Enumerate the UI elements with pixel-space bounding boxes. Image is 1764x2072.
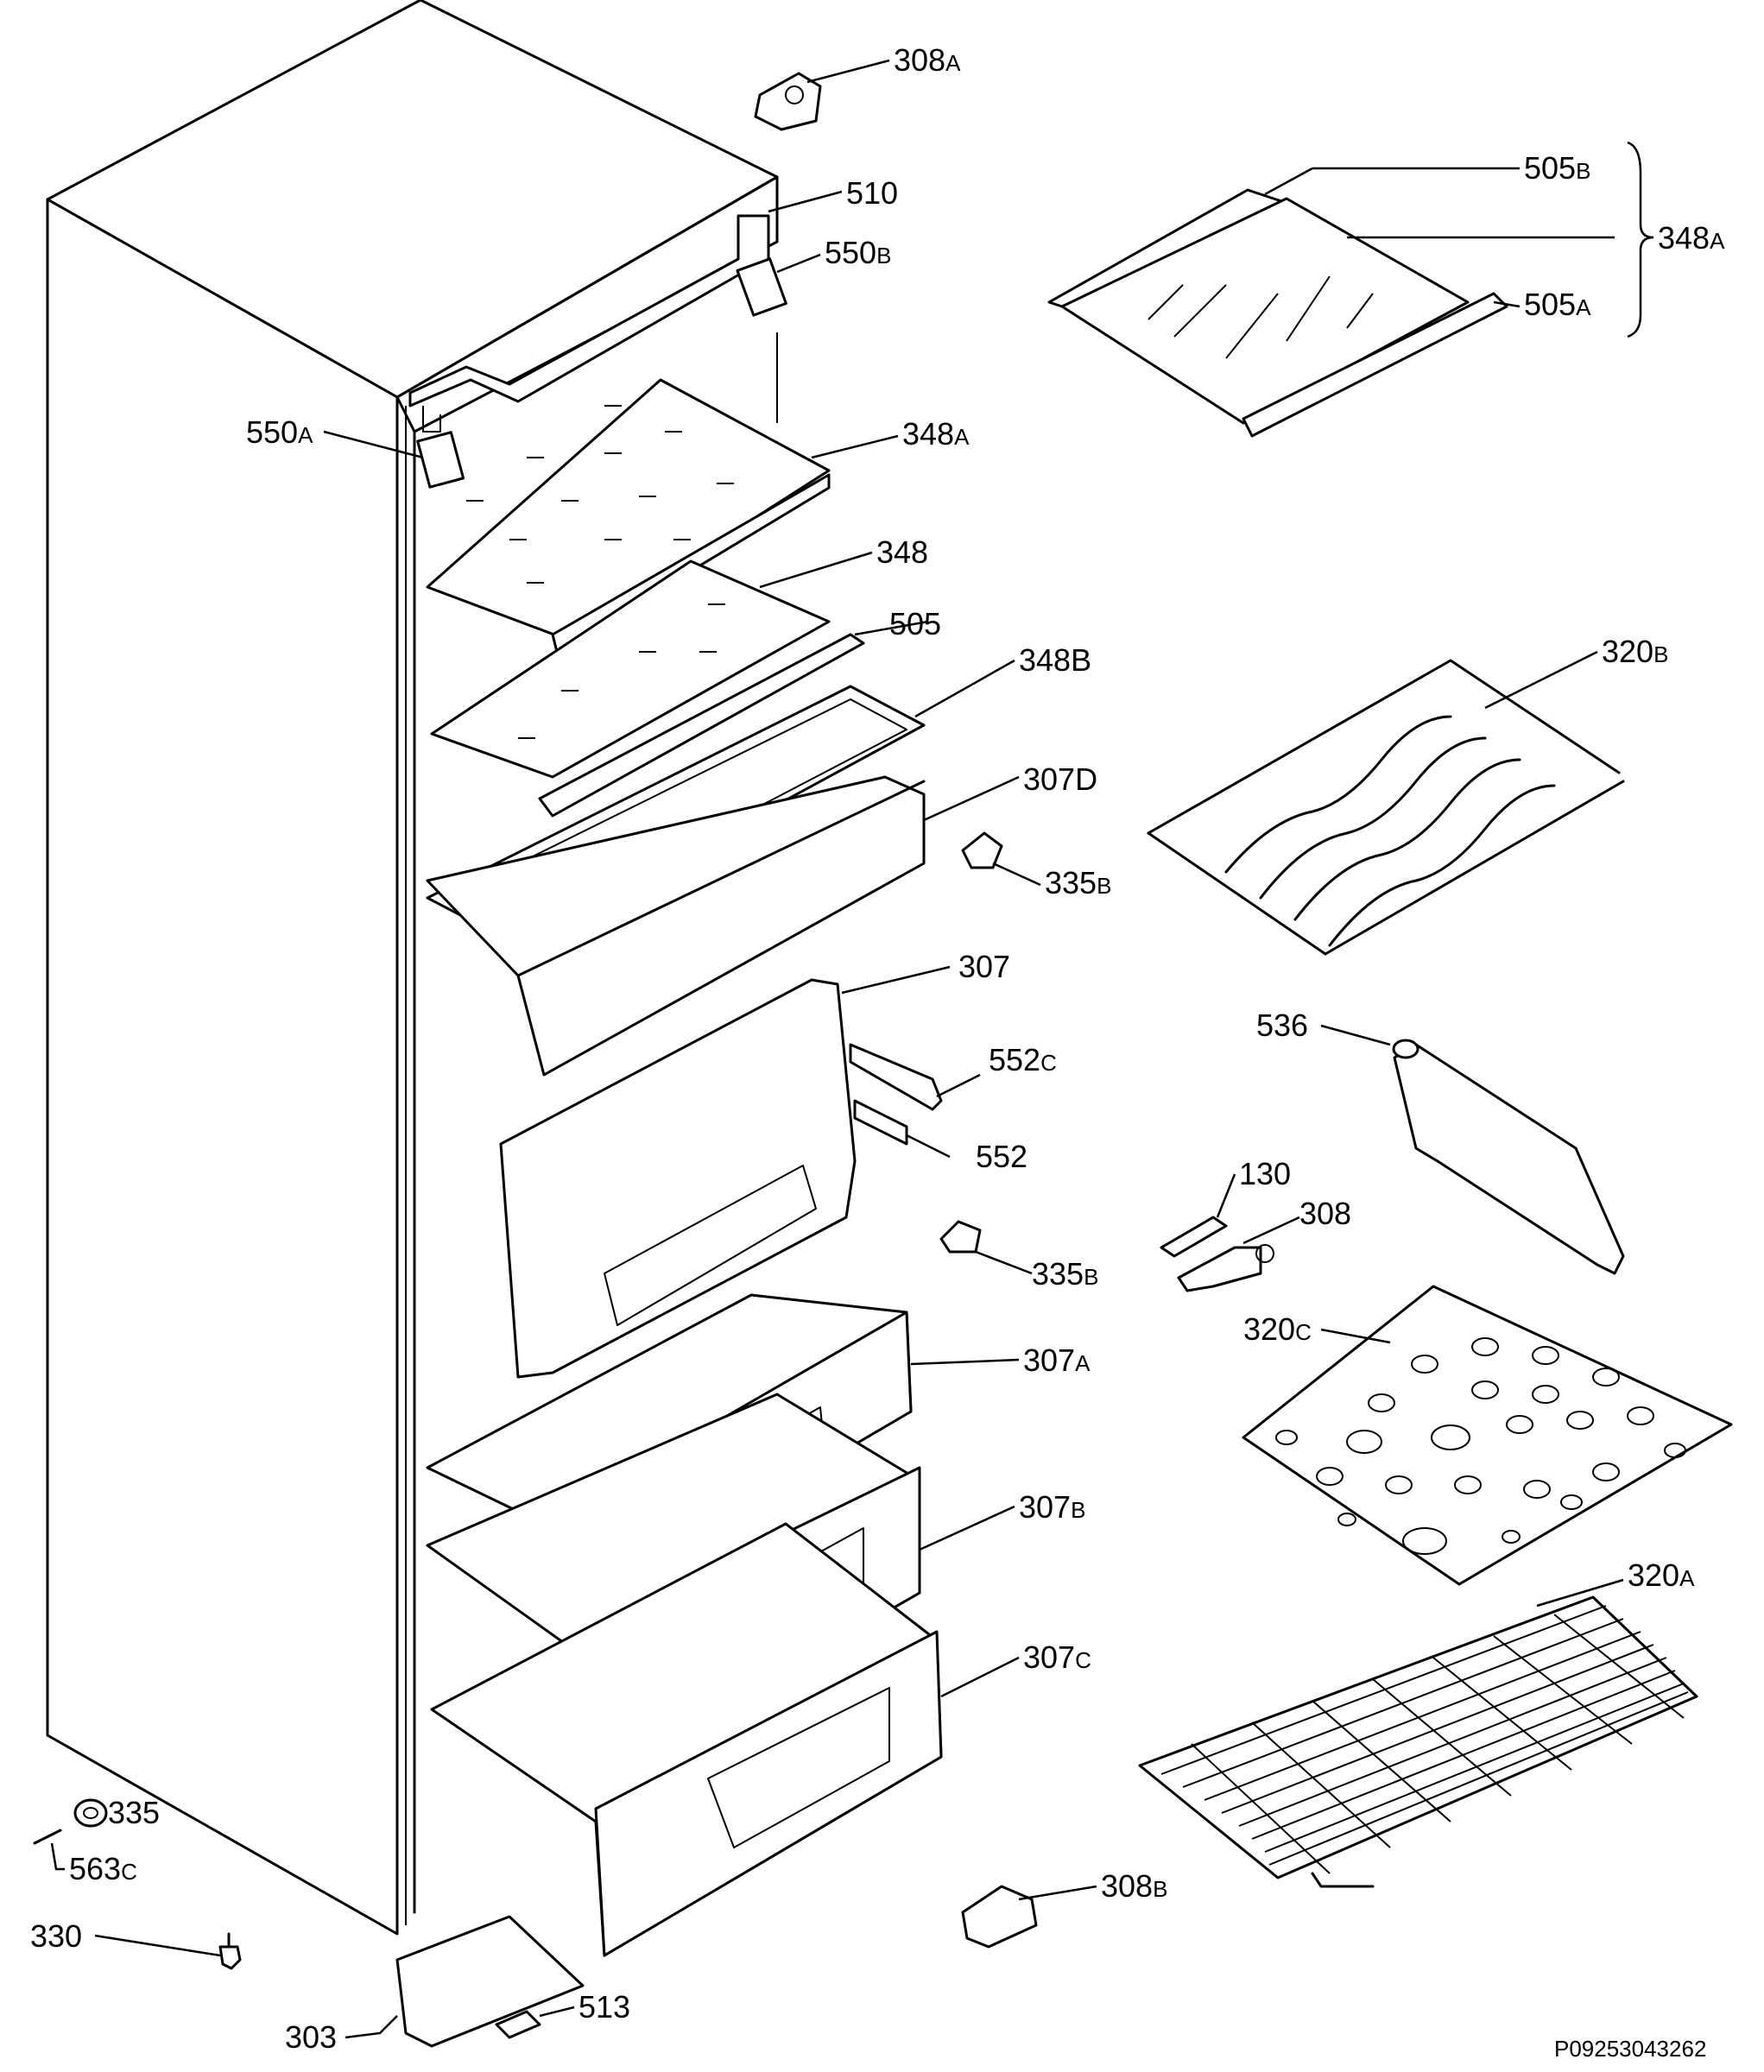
pin-563c — [33, 1829, 62, 1845]
label-550b: 550B — [825, 235, 891, 270]
label-307b: 307B — [1019, 1489, 1085, 1525]
hinge-308a — [754, 72, 822, 131]
label-307c: 307C — [1023, 1639, 1091, 1675]
label-513: 513 — [579, 1989, 630, 2025]
label-308b: 308B — [1101, 1868, 1167, 1904]
label-320c: 320C — [1243, 1311, 1312, 1347]
flap-307 — [499, 978, 857, 1379]
screw-330 — [218, 1932, 242, 1970]
label-510: 510 — [846, 175, 898, 211]
support-335b-lower — [939, 1220, 982, 1254]
label-505a: 505A — [1524, 287, 1591, 322]
label-330: 330 — [30, 1918, 82, 1954]
label-505b: 505B — [1524, 150, 1590, 186]
label-130: 130 — [1239, 1156, 1291, 1191]
label-348: 348 — [876, 534, 928, 570]
pad-550b — [736, 257, 787, 317]
drawing-code: P09253043262 — [1554, 2036, 1706, 2062]
glass-shelf-348a-group — [1047, 188, 1508, 438]
pad-550a — [416, 431, 465, 489]
label-307d: 307D — [1023, 761, 1097, 797]
wine-rack-320b — [1147, 659, 1625, 956]
label-348a-group: 348A — [1658, 220, 1725, 256]
label-308a: 308A — [894, 42, 961, 78]
label-320a: 320A — [1628, 1557, 1695, 1593]
wire-shelf-320a — [1138, 1595, 1698, 1888]
plate-320c — [1242, 1285, 1733, 1586]
label-303: 303 — [285, 2019, 337, 2055]
plinth-303 — [395, 1915, 585, 2048]
label-348b: 348B — [1019, 642, 1091, 678]
drawer-307c — [430, 1522, 943, 1957]
rail-552 — [853, 1099, 908, 1146]
support-335b-upper — [961, 831, 1003, 869]
clip-513 — [495, 2010, 541, 2039]
label-536: 536 — [1256, 1008, 1308, 1043]
rail-552c — [849, 1043, 943, 1111]
label-335: 335 — [108, 1795, 160, 1830]
cabinet — [46, 0, 779, 1936]
callout-labels: 308A 510 550B 550A 348A 348 505 348B 307… — [30, 42, 1725, 2062]
label-320b: 320B — [1602, 634, 1668, 669]
strip-505 — [538, 633, 865, 818]
label-335b-upper: 335B — [1045, 865, 1111, 900]
bracket-130 — [1160, 1216, 1228, 1258]
label-552: 552 — [976, 1139, 1027, 1174]
label-307a: 307A — [1023, 1342, 1091, 1378]
hinge-308 — [1177, 1244, 1274, 1292]
tray-307d — [426, 775, 926, 1077]
label-308: 308 — [1299, 1196, 1351, 1231]
divider-536 — [1392, 1039, 1625, 1275]
hinge-308b — [961, 1885, 1038, 1949]
label-335b-lower: 335B — [1032, 1256, 1098, 1292]
label-563c: 563C — [69, 1851, 137, 1886]
shelf-348 — [430, 559, 831, 779]
label-552c: 552C — [989, 1042, 1057, 1077]
label-505: 505 — [889, 606, 941, 641]
label-348a: 348A — [902, 416, 970, 452]
label-307: 307 — [958, 949, 1010, 984]
bush-335 — [73, 1798, 108, 1828]
frame-510 — [408, 214, 770, 433]
label-550a: 550A — [246, 414, 313, 450]
